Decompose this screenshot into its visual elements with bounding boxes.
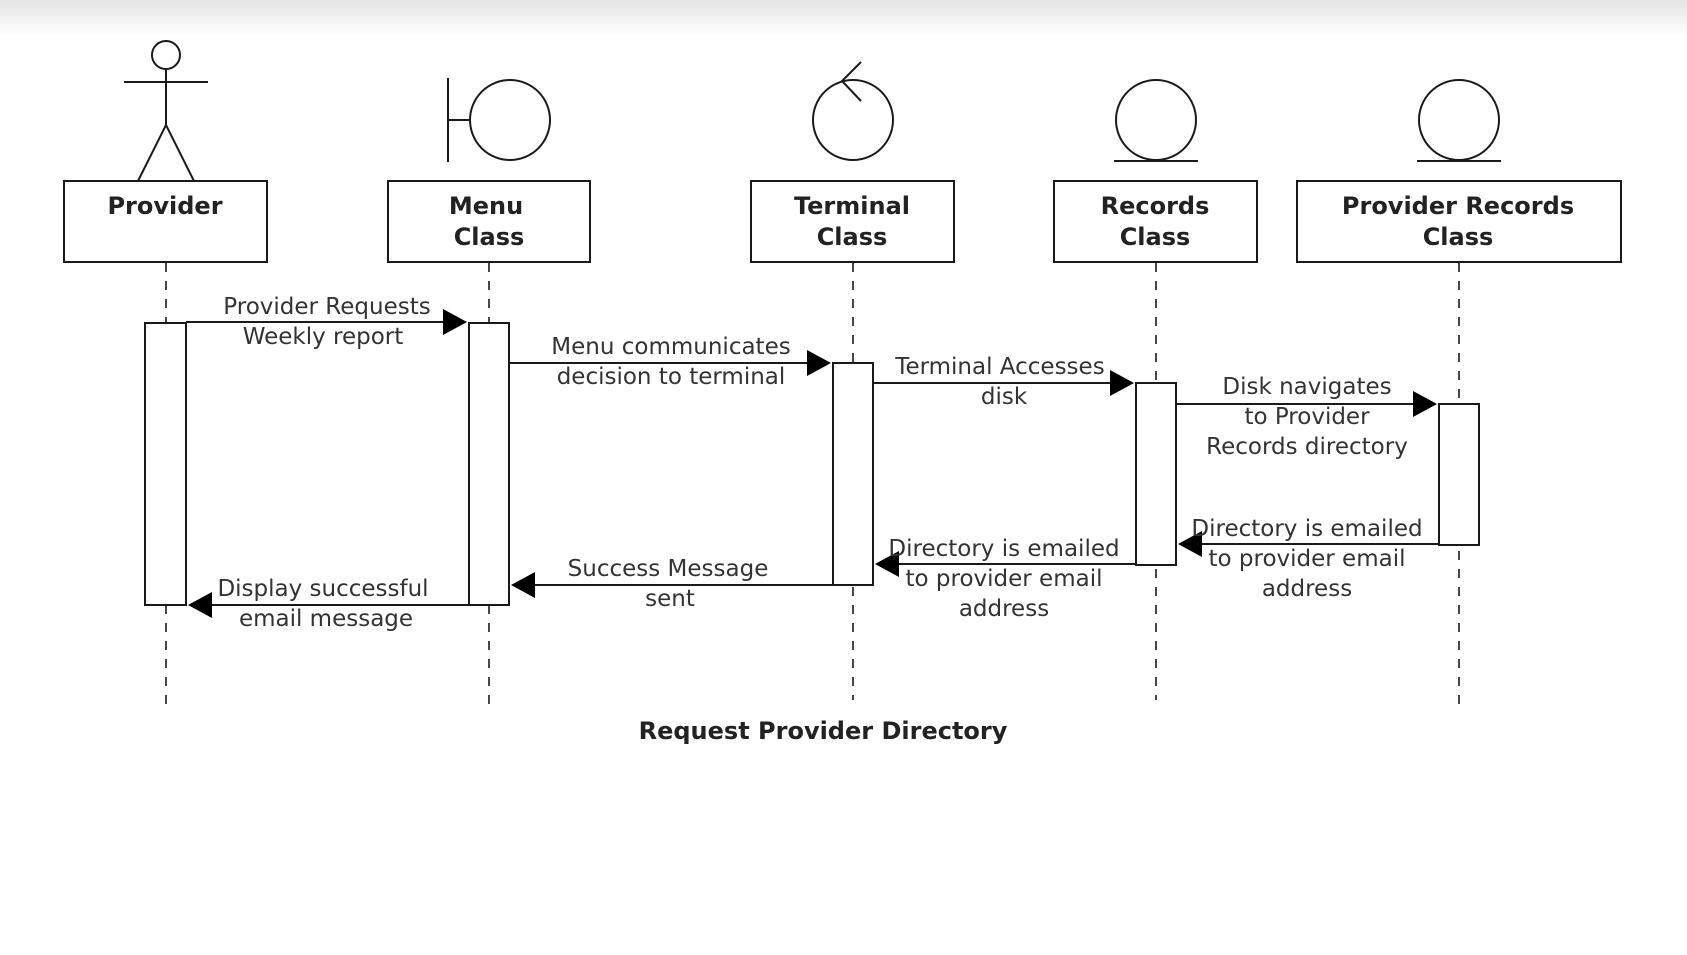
message-label: to provider email: [906, 566, 1103, 592]
message-directory-emailed-2: Directory is emailed to provider email a…: [875, 536, 1136, 622]
participant-label: Class: [454, 223, 525, 251]
participant-label: Class: [1423, 223, 1494, 251]
message-label: address: [1262, 576, 1352, 602]
boundary-icon: [447, 78, 551, 162]
activation-bar-menu: [468, 322, 510, 606]
message-label: Menu communicates: [551, 334, 790, 360]
message-display-successful: Display successful email message: [188, 576, 469, 632]
activation-bar-terminal: [832, 362, 874, 586]
message-label: to Provider: [1244, 404, 1370, 430]
participant-label: Class: [817, 223, 888, 251]
entity-icon: [1114, 79, 1198, 162]
message-label: to provider email: [1209, 546, 1406, 572]
message-label: Records directory: [1206, 434, 1408, 460]
message-menu-communicates: Menu communicates decision to terminal: [509, 334, 831, 390]
actor-icon: [124, 40, 208, 182]
participant-terminal-class: Terminal Class: [750, 180, 955, 263]
participant-provider: Provider: [63, 180, 268, 263]
message-label: address: [959, 596, 1049, 622]
participant-label: Menu: [449, 192, 523, 220]
message-directory-emailed-1: Directory is emailed to provider email a…: [1178, 516, 1439, 602]
participant-label: Provider: [107, 192, 222, 220]
message-label: Weekly report: [243, 324, 404, 350]
message-provider-requests: Provider Requests Weekly report: [186, 294, 467, 350]
participant-label: Terminal: [794, 192, 910, 220]
message-label: disk: [981, 384, 1028, 410]
message-label: decision to terminal: [557, 364, 786, 390]
activation-bar-provider-records: [1438, 403, 1480, 546]
message-label: Disk navigates: [1222, 374, 1391, 400]
participant-provider-records-class: Provider Records Class: [1296, 180, 1622, 263]
message-terminal-accesses: Terminal Accesses disk: [873, 354, 1134, 410]
message-label: sent: [645, 586, 695, 612]
message-label: Display successful: [217, 576, 428, 602]
message-success-message: Success Message sent: [511, 556, 833, 612]
message-label: Directory is emailed: [888, 536, 1119, 562]
participant-menu-class: Menu Class: [387, 180, 591, 263]
participant-records-class: Records Class: [1053, 180, 1258, 263]
activation-bar-records: [1135, 382, 1177, 566]
message-label: Provider Requests: [223, 294, 430, 320]
window-top-shade: [0, 0, 1687, 36]
message-label: Terminal Accesses: [894, 354, 1104, 380]
participant-label: Provider Records: [1342, 192, 1574, 220]
participant-label: Records: [1101, 192, 1210, 220]
entity-icon: [1417, 79, 1501, 162]
message-label: Success Message: [568, 556, 769, 582]
participant-label: Class: [1120, 223, 1191, 251]
message-label: email message: [239, 606, 413, 632]
control-icon: [812, 61, 894, 161]
diagram-caption: Request Provider Directory: [639, 717, 1008, 745]
message-disk-navigates: Disk navigates to Provider Records direc…: [1176, 374, 1437, 460]
activation-bar-provider: [144, 322, 187, 606]
message-label: Directory is emailed: [1191, 516, 1422, 542]
